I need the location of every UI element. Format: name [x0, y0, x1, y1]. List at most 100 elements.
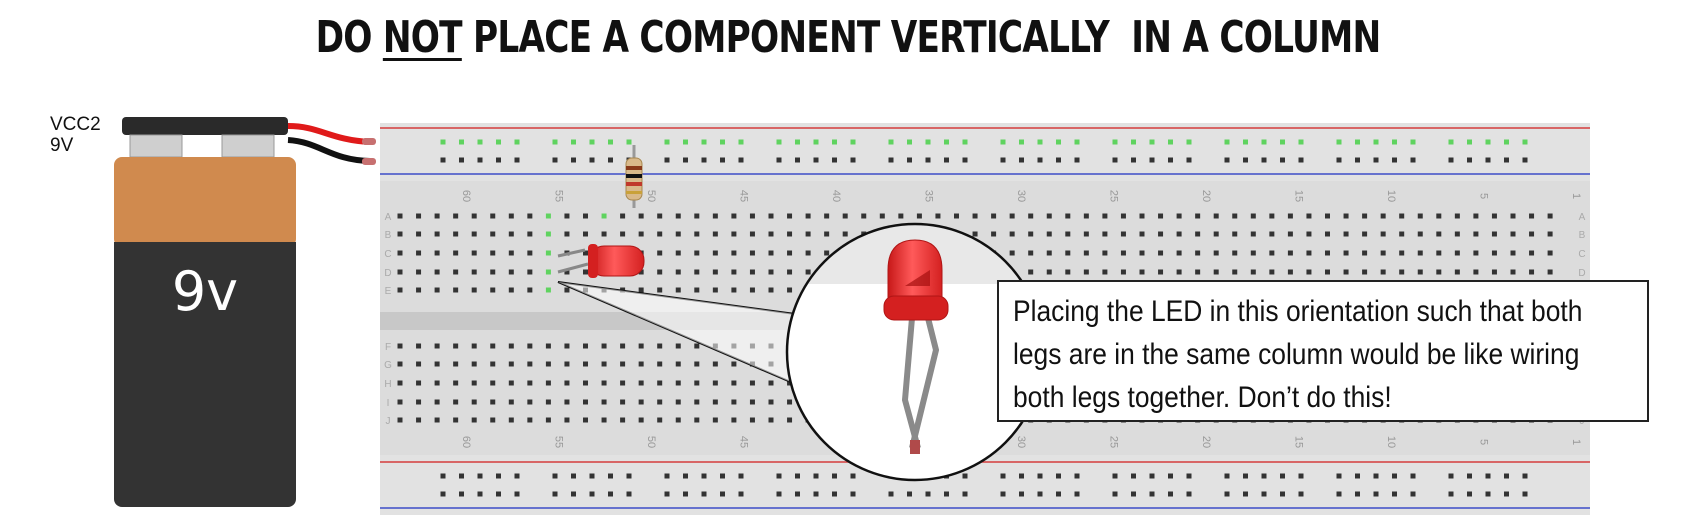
terminal-hole: [1213, 213, 1219, 219]
terminal-hole: [694, 269, 700, 275]
rail-hole: [1392, 157, 1397, 163]
terminal-hole: [1065, 213, 1071, 219]
terminal-hole: [1491, 231, 1497, 237]
row-letter-label: C: [384, 249, 391, 260]
terminal-hole: [657, 287, 663, 293]
terminal-hole: [620, 399, 626, 405]
terminal-hole: [508, 343, 514, 349]
rail-hole: [925, 157, 931, 163]
column-number-label: 10: [1385, 190, 1397, 202]
column-number-label: 25: [1108, 436, 1120, 448]
battery-label: VCC2 9V: [50, 114, 101, 156]
terminal-hole: [638, 231, 644, 237]
title-emphasis: NOT: [382, 12, 463, 63]
rail-hole: [1149, 473, 1155, 479]
terminal-hole: [1102, 213, 1108, 219]
terminal-hole: [824, 213, 830, 219]
terminal-hole: [712, 417, 718, 423]
rail-hole: [1467, 491, 1472, 497]
column-number-label: 60: [460, 190, 472, 202]
terminal-hole: [508, 417, 514, 423]
terminal-hole: [453, 231, 459, 237]
terminal-hole: [508, 269, 514, 275]
rail-hole: [1522, 473, 1528, 479]
rail-hole: [1112, 473, 1118, 479]
rail-hole: [795, 491, 800, 497]
resistor-band-2: [626, 174, 642, 178]
rail-hole: [1448, 139, 1454, 145]
terminal-hole: [1510, 269, 1516, 275]
terminal-hole: [1065, 269, 1071, 275]
rail-hole: [813, 157, 819, 163]
terminal-hole: [657, 269, 663, 275]
terminal-hole: [453, 250, 459, 256]
terminal-hole: [675, 250, 681, 256]
rail-hole: [683, 157, 688, 163]
resistor-band-4: [626, 191, 642, 194]
terminal-hole: [416, 250, 422, 256]
rail-hole: [907, 139, 912, 145]
terminal-hole: [1547, 269, 1553, 275]
rail-hole: [1224, 139, 1230, 145]
terminal-hole: [434, 417, 440, 423]
terminal-hole: [1491, 250, 1497, 256]
rail-hole: [944, 139, 949, 145]
terminal-hole: [1454, 250, 1460, 256]
terminal-hole: [583, 399, 588, 405]
row-letter-label: H: [384, 379, 391, 390]
terminal-hole: [397, 361, 403, 367]
terminal-hole: [1213, 231, 1219, 237]
terminal-hole: [1232, 250, 1238, 256]
zoom-led-rim: [883, 295, 949, 321]
terminal-hole: [1232, 231, 1238, 237]
terminal-hole: [675, 287, 681, 293]
led-body: [589, 245, 645, 277]
terminal-hole: [1287, 213, 1293, 219]
terminal-hole: [1250, 250, 1256, 256]
rail-hole: [1019, 157, 1024, 163]
rail-hole: [552, 491, 558, 497]
terminal-hole: [1028, 213, 1034, 219]
column-number-label: 5: [1478, 193, 1490, 199]
battery-face-label: 9v: [172, 260, 238, 323]
terminal-hole: [1529, 213, 1535, 219]
terminal-hole: [434, 287, 440, 293]
rail-hole: [832, 473, 837, 479]
rail-hole: [1448, 157, 1454, 163]
rail-hole: [664, 491, 670, 497]
terminal-hole: [972, 231, 978, 237]
terminal-hole: [545, 343, 551, 349]
terminal-hole: [508, 213, 514, 219]
terminal-hole: [1250, 269, 1256, 275]
terminal-hole: [1009, 250, 1015, 256]
led-rim: [588, 244, 598, 278]
terminal-hole: [453, 213, 459, 219]
terminal-hole: [787, 287, 793, 293]
terminal-hole: [1473, 231, 1479, 237]
rail-hole: [1410, 139, 1416, 145]
terminal-hole: [453, 361, 459, 367]
terminal-hole: [731, 287, 737, 293]
terminal-hole: [471, 287, 477, 293]
column-number-label: 50: [645, 190, 657, 202]
terminal-hole: [787, 250, 793, 256]
terminal-hole: [434, 250, 440, 256]
rail-hole: [514, 473, 520, 479]
rail-hole: [1168, 139, 1173, 145]
terminal-hole: [1473, 269, 1479, 275]
column-number-label: 30: [1015, 436, 1027, 448]
rail-hole: [1336, 473, 1342, 479]
rail-hole: [907, 491, 912, 497]
rail-hole: [1186, 139, 1192, 145]
terminal-hole: [620, 417, 626, 423]
rail-hole: [459, 473, 464, 479]
terminal-hole: [731, 361, 737, 367]
terminal-hole: [879, 213, 885, 219]
terminal-hole: [768, 269, 774, 275]
terminal-hole: [768, 287, 774, 293]
terminal-hole: [1306, 213, 1312, 219]
terminal-hole: [527, 250, 533, 256]
terminal-hole: [749, 417, 755, 423]
rail-hole: [683, 491, 688, 497]
rail-hole: [1056, 157, 1061, 163]
